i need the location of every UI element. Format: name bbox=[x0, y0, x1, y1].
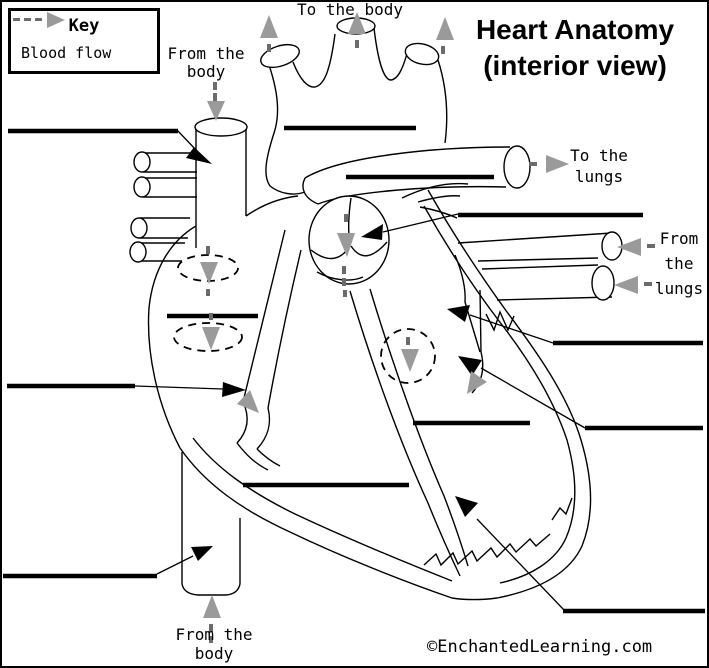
title-line-1: Heart Anatomy bbox=[475, 14, 675, 45]
pulmonary-artery-opening bbox=[503, 145, 531, 189]
blood-flow-arrow-icon bbox=[614, 276, 638, 294]
pulmonary-vein-opening bbox=[601, 231, 623, 261]
blank-label-lines bbox=[3, 125, 705, 614]
title-line-2: (interior view) bbox=[483, 50, 667, 81]
key-heading: Key bbox=[68, 16, 100, 36]
blood-flow-arrow-icon bbox=[200, 262, 218, 284]
aorta-branch-opening bbox=[404, 42, 440, 66]
copyright-text: ©EnchantedLearning.com bbox=[427, 637, 653, 657]
blood-flow-arrow-icon bbox=[237, 390, 259, 413]
blood-flow-arrow-icon bbox=[203, 595, 221, 618]
blood-flow-arrow-icon bbox=[348, 12, 366, 34]
blood-flow-arrow-icon bbox=[436, 17, 454, 40]
blood-flow-arrow-icon bbox=[546, 155, 569, 173]
heart-outline bbox=[147, 61, 592, 601]
pulmonary-vein-opening bbox=[591, 265, 615, 301]
blood-flow-arrow-icon bbox=[337, 233, 355, 257]
superior-vena-cava-opening bbox=[194, 117, 248, 137]
blood-flow-arrow-icon bbox=[467, 371, 487, 394]
blood-vessels bbox=[129, 17, 623, 596]
pointer-arrows bbox=[134, 129, 586, 611]
key-entry-label: Blood flow bbox=[21, 44, 112, 62]
label-to-the-body: To the body bbox=[297, 0, 403, 19]
page-title: Heart Anatomy (interior view) bbox=[444, 12, 706, 84]
blood-flow-arrow-icon bbox=[202, 327, 220, 350]
blood-flow-arrow-icon bbox=[207, 101, 225, 121]
blood-flow-paths bbox=[173, 254, 436, 384]
key-box: Key Blood flow bbox=[8, 8, 160, 74]
blood-flow-arrows bbox=[200, 12, 655, 643]
blood-flow-arrow-icon bbox=[13, 12, 65, 28]
blood-flow-arrow-icon bbox=[260, 15, 278, 38]
blood-flow-arrow-icon bbox=[617, 238, 641, 256]
blood-flow-arrow-icon bbox=[401, 349, 419, 372]
